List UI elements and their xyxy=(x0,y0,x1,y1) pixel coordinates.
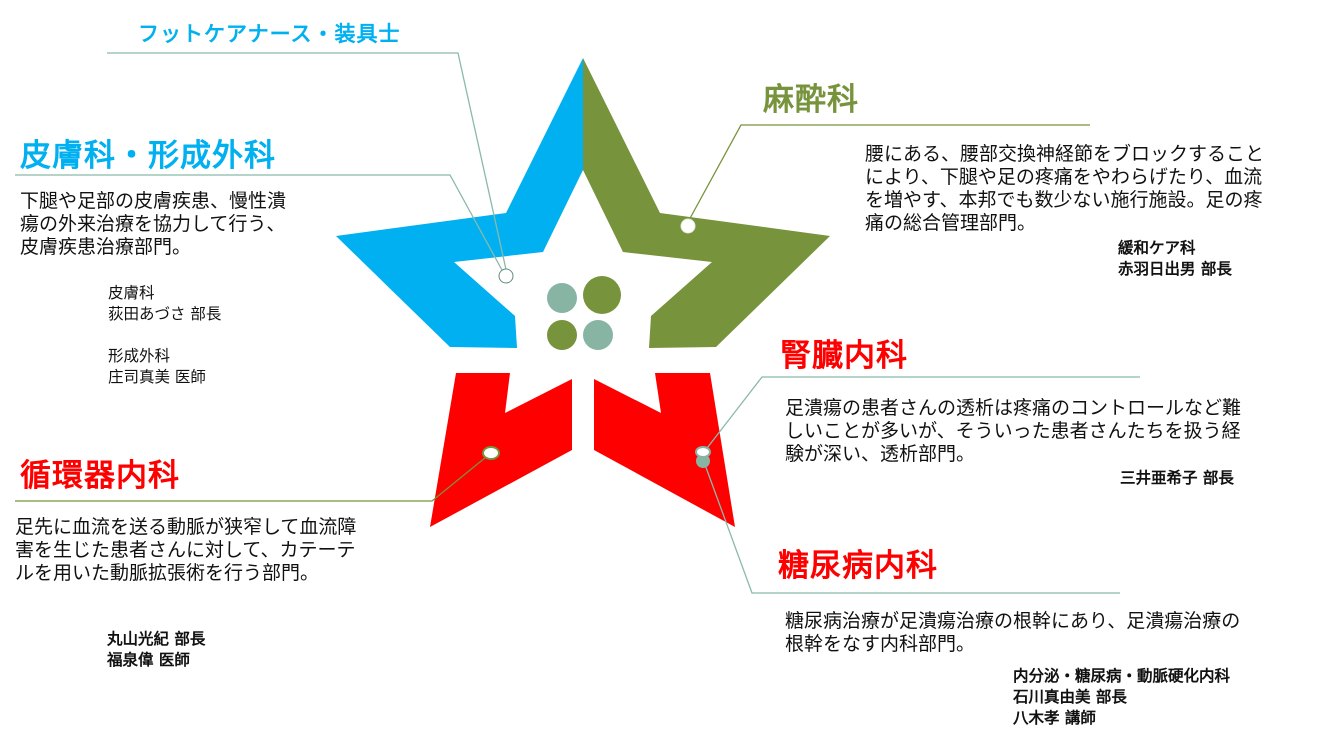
leader-line-footcare xyxy=(107,52,508,275)
anesthesiology-description: 腰にある、腰部交換神経節をブロックすること により、下腿や足の疼痛をやわらげたり… xyxy=(865,143,1265,234)
star-segment-blue xyxy=(336,58,583,348)
star-segment-red-left xyxy=(430,373,572,527)
cardiology-staff: 丸山光紀 部長 福泉偉 医師 xyxy=(107,630,206,669)
cardiology-description: 足先に血流を送る動脈が狭窄して血流障 害を生じた患者さんに対して、カテーテ ルを… xyxy=(15,516,357,584)
connector-dot-cardiology xyxy=(482,446,500,460)
anesthesiology-title: 麻酔科 xyxy=(763,82,859,118)
diabetes-description: 糖尿病治療が足潰瘍治療の根幹にあり、足潰瘍治療の 根幹をなす内科部門。 xyxy=(785,610,1241,655)
footcare-title: フットケアナース・装具士 xyxy=(138,22,401,46)
center-circle-bottom-right xyxy=(583,320,613,350)
anesthesiology-staff: 緩和ケア科 赤羽日出男 部長 xyxy=(1118,239,1232,278)
leader-line-diabetes xyxy=(703,461,1120,594)
leader-line-cardiology xyxy=(15,452,492,502)
nephrology-description: 足潰瘍の患者さんの透析は疼痛のコントロールなど難 しいことが多いが、そういった患… xyxy=(785,397,1242,465)
center-circle-top-right xyxy=(583,276,621,314)
center-circle-top-left xyxy=(547,283,577,313)
center-circle-bottom-left xyxy=(547,320,577,350)
leader-line-dermatology xyxy=(15,174,503,271)
connector-dot-nephrology xyxy=(695,446,711,458)
nephrology-staff: 三井亜希子 部長 xyxy=(1120,469,1234,487)
cardiology-title: 循環器内科 xyxy=(20,458,180,494)
nephrology-title: 腎臓内科 xyxy=(780,338,908,374)
star-segment-red-right xyxy=(594,373,735,527)
diabetes-title: 糖尿病内科 xyxy=(778,548,938,584)
star-segment-green xyxy=(583,58,830,348)
diabetes-staff: 内分泌・糖尿病・動脈硬化内科 石川真由美 部長 八木孝 講師 xyxy=(1013,667,1231,727)
leader-line-anesthesiology xyxy=(687,124,1090,223)
leader-line-nephrology xyxy=(703,376,1140,453)
connector-dot-anesthesiology xyxy=(680,218,696,234)
dermatology-title: 皮膚科・形成外科 xyxy=(20,138,276,174)
connector-dot-diabetes xyxy=(696,454,710,468)
dermatology-description: 下腿や足部の皮膚疾患、慢性潰 瘍の外来治療を協力して行う、 皮膚疾患治療部門。 xyxy=(20,190,287,258)
connector-dot-dermatology xyxy=(498,268,514,284)
dermatology-staff: 皮膚科 荻田あづさ 部長 形成外科 庄司真美 医師 xyxy=(108,284,222,386)
